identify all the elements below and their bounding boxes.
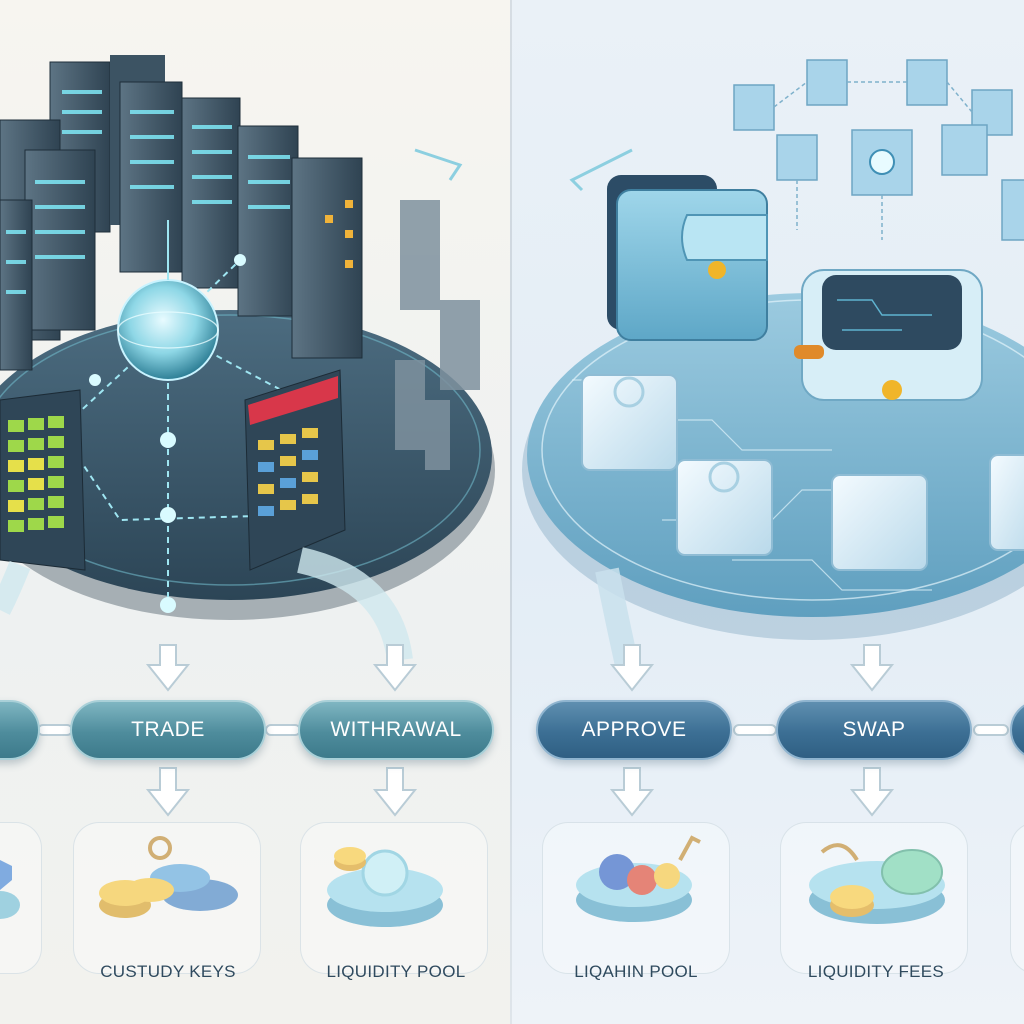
token-cubes: [581, 374, 1024, 571]
output-label-custody-keys: CUSTUDY KEYS: [100, 962, 236, 981]
step-swap[interactable]: SWAP: [776, 700, 972, 760]
liquidity-fees-art: [809, 843, 945, 924]
down-arrows-top: [609, 644, 895, 692]
step-connectors: [37, 724, 301, 736]
output-tile: [542, 822, 730, 974]
output-tile: [73, 822, 261, 974]
flow-arrow-small: [569, 148, 633, 192]
output-tile: [1010, 822, 1024, 974]
step-approve[interactable]: APPROVE: [536, 700, 732, 760]
blockchain-cubes-top: [733, 59, 1024, 241]
trading-board-left: [0, 389, 86, 571]
step-label: TRADE: [131, 718, 205, 741]
down-arrows-bottom: [145, 767, 418, 817]
output-tile: [300, 822, 488, 974]
wallet-icon: [607, 175, 768, 341]
centralized-panel: T TRADE WITHRAWAL CUSTUDY KEYS LIQUIDITY…: [0, 0, 512, 1024]
step-trade[interactable]: TRADE: [70, 700, 266, 760]
output-label-liquidity-pool: LIQAHIN POOL: [574, 962, 698, 981]
trading-board-right: [244, 369, 346, 571]
output-tile: [780, 822, 968, 974]
flow-arrow-small: [414, 148, 463, 181]
smart-contract-chip: [794, 269, 983, 401]
custody-coins-art: [99, 836, 238, 918]
step-label: WITHRAWAL: [330, 718, 462, 741]
down-arrows-top: [145, 644, 418, 692]
shield-coin-art: [0, 860, 20, 919]
down-arrows-bottom: [609, 767, 895, 817]
step-withdrawal[interactable]: WITHRAWAL: [298, 700, 494, 760]
panel-divider: [510, 0, 513, 1024]
decentralized-scene: [522, 59, 1024, 924]
globe-icon: [117, 279, 219, 381]
city-buildings: [395, 200, 480, 470]
decentralized-panel: APPROVE SWAP LIQAHIN POOL LIQUIDITY FEES: [512, 0, 1024, 1024]
step-label: APPROVE: [581, 718, 687, 741]
liquidity-pool-art: [576, 835, 701, 922]
flow-arrow-curve: [296, 547, 413, 663]
step-label: SWAP: [842, 718, 906, 741]
centralized-scene: [0, 55, 495, 927]
output-label-liquidity-fees: LIQUIDITY FEES: [807, 962, 945, 981]
step-connectors: [733, 724, 1009, 736]
platform-disc: [0, 310, 492, 600]
liquidity-pool-art: [327, 847, 443, 927]
server-racks: [0, 55, 363, 371]
output-tile: [0, 822, 42, 974]
shield-icon: [869, 149, 895, 175]
output-label-liquidity-pool: LIQUIDITY POOL: [326, 962, 466, 981]
